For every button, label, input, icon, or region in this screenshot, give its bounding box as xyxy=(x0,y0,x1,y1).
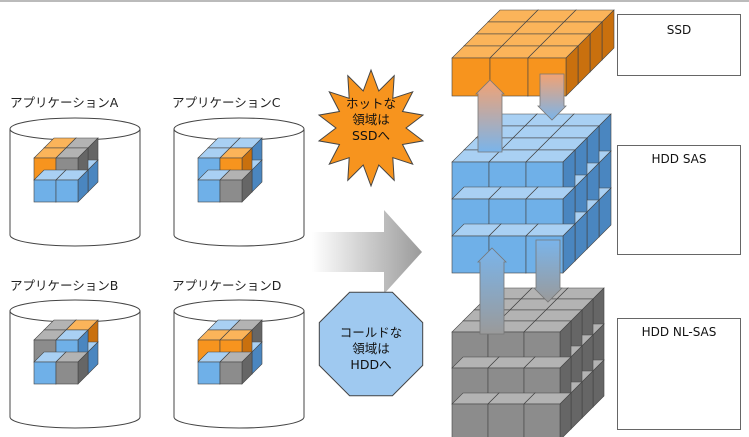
legend-hdd-sas: HDD SAS xyxy=(617,145,741,255)
ssd-tier-cube xyxy=(489,45,541,97)
demote-arrow-hot xyxy=(537,73,567,121)
nlsas-tier-cube xyxy=(523,320,572,369)
app-cylinder xyxy=(173,117,305,247)
cold-octagon xyxy=(318,291,424,397)
app-cylinder xyxy=(9,299,141,429)
nlsas-tier xyxy=(451,287,605,437)
hot-line-1: ホットな xyxy=(345,96,396,111)
legend-ssd-title: SSD xyxy=(666,23,692,37)
hot-burst xyxy=(317,68,425,188)
promote-arrow-hot xyxy=(475,79,505,153)
cold-line-3: HDDへ xyxy=(350,357,392,372)
app-label-c: アプリケーションC xyxy=(172,95,281,110)
app-cube xyxy=(219,351,253,385)
app-cube xyxy=(55,169,89,203)
hot-callout-text: ホットな 領域は SSDへ xyxy=(336,96,406,144)
app-cylinder xyxy=(173,299,305,429)
app-cylinder xyxy=(9,117,141,247)
sas-tier xyxy=(451,113,612,274)
cold-line-2: 領域は xyxy=(352,341,390,356)
app-cube xyxy=(55,351,89,385)
app-label-a: アプリケーションA xyxy=(10,95,119,110)
cold-callout-text: コールドな 領域は HDDへ xyxy=(326,325,416,373)
cold-line-1: コールドな xyxy=(339,325,403,340)
app-label-b: アプリケーションB xyxy=(10,278,119,293)
hot-line-3: SSDへ xyxy=(352,128,390,143)
legend-ssd: SSD xyxy=(617,14,741,76)
ssd-tier xyxy=(451,9,615,97)
demote-arrow-cold xyxy=(533,239,563,303)
legend-hdd-nlsas: HDD NL-SAS xyxy=(617,318,741,430)
legend-hdd-nlsas-title: HDD NL-SAS xyxy=(641,325,717,339)
app-label-d: アプリケーションD xyxy=(172,278,282,293)
app-cube xyxy=(219,169,253,203)
legend-hdd-sas-title: HDD SAS xyxy=(651,152,707,166)
nlsas-tier-cube xyxy=(523,392,572,437)
hot-line-2: 領域は xyxy=(352,112,390,127)
promote-arrow-cold xyxy=(477,247,507,335)
migration-arrow xyxy=(312,210,422,294)
